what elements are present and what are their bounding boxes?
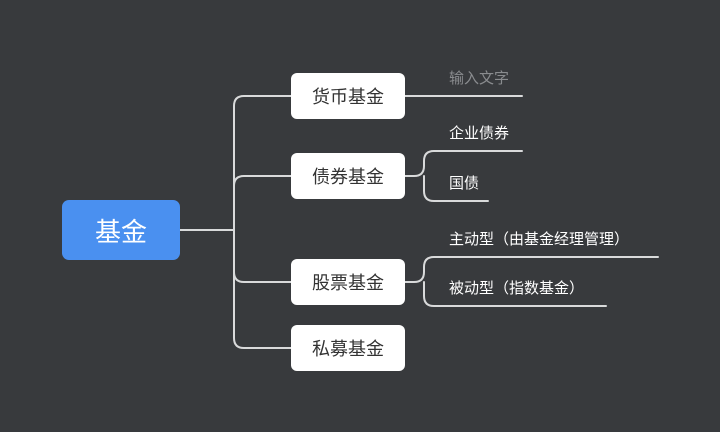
connector-private (233, 229, 292, 349)
leaf-passive-fund[interactable]: 被动型（指数基金） (449, 279, 585, 297)
connector-leaf-treasury (423, 175, 489, 202)
connector-stock (233, 229, 292, 283)
branch-monetary-fund[interactable]: 货币基金 (291, 73, 405, 119)
connector-bond (233, 175, 292, 231)
leaf-active-fund[interactable]: 主动型（由基金经理管理） (449, 230, 630, 248)
connector-leaf-corporate (404, 150, 523, 177)
leaf-input-text[interactable]: 输入文字 (449, 69, 510, 87)
branch-stock-fund[interactable]: 股票基金 (291, 259, 405, 305)
connector-leaf-active (404, 256, 659, 283)
connector-monetary (233, 95, 292, 231)
leaf-corporate-bond[interactable]: 企业债券 (449, 124, 510, 142)
leaf-treasury-bond[interactable]: 国债 (449, 174, 480, 192)
connector-leaf-passive (423, 281, 607, 307)
root-node[interactable]: 基金 (62, 200, 180, 260)
branch-private-fund[interactable]: 私募基金 (291, 325, 405, 371)
branch-bond-fund[interactable]: 债券基金 (291, 153, 405, 199)
